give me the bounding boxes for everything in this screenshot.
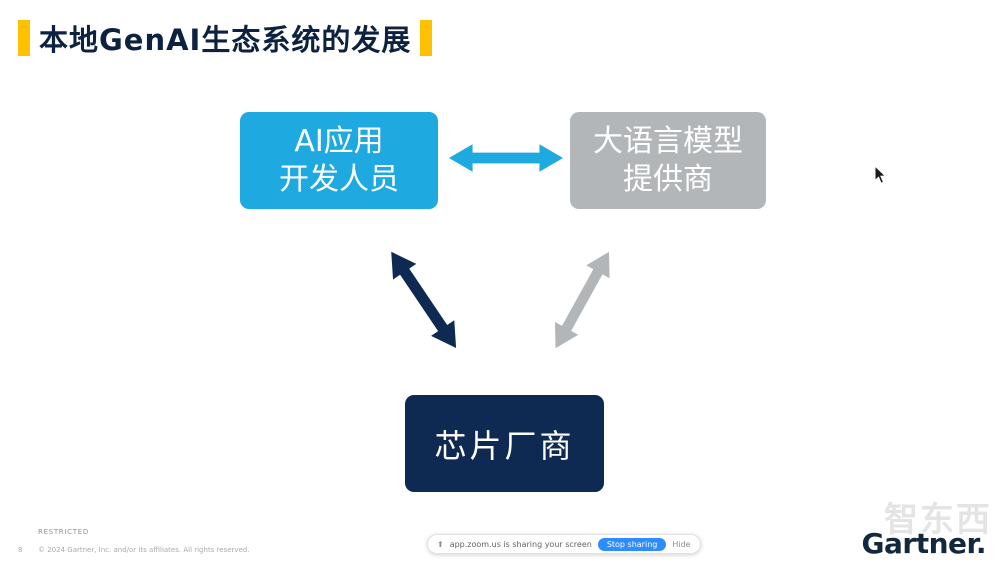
node-llm-label-line1: 大语言模型	[593, 124, 743, 159]
slide-header: 本地GenAI生态系统的发展	[18, 17, 433, 59]
double-arrow-icon	[448, 144, 564, 172]
arrow-ai-chip	[368, 237, 477, 364]
copyright-text: © 2024 Gartner, Inc. and/or its affiliat…	[38, 546, 250, 554]
node-ai-label-line2: 开发人员	[279, 161, 399, 197]
node-ai-app-developers: AI应用 开发人员	[240, 112, 438, 209]
slide-title: 本地GenAI生态系统的发展	[39, 23, 412, 57]
node-ai-label-line1: AI应用	[294, 124, 384, 159]
node-llm-label-line2: 提供商	[623, 161, 713, 197]
title-accent-bar-right	[420, 20, 433, 56]
arrow-llm-chip	[537, 240, 631, 361]
stop-sharing-button[interactable]: Stop sharing	[597, 537, 667, 551]
node-chip-vendors: 芯片厂商	[405, 395, 604, 492]
node-chip-label: 芯片厂商	[434, 426, 575, 465]
restricted-label: RESTRICTED	[38, 528, 89, 536]
zoom-share-bar: ⬆ app.zoom.us is sharing your screen Sto…	[427, 534, 701, 554]
title-accent-bar-left	[18, 20, 30, 56]
share-message: app.zoom.us is sharing your screen	[449, 539, 592, 549]
double-arrow-icon	[391, 251, 457, 348]
arrow-ai-llm	[447, 138, 565, 182]
mouse-cursor-icon	[874, 165, 887, 184]
hide-link[interactable]: Hide	[672, 539, 691, 549]
gartner-logo: Gartner.	[861, 527, 987, 560]
double-arrow-icon	[554, 251, 610, 349]
zhidx-watermark: 智东西	[884, 500, 992, 540]
page-number: 8	[18, 546, 23, 554]
screen-share-icon: ⬆	[437, 539, 444, 549]
node-llm-providers: 大语言模型 提供商	[570, 112, 766, 209]
